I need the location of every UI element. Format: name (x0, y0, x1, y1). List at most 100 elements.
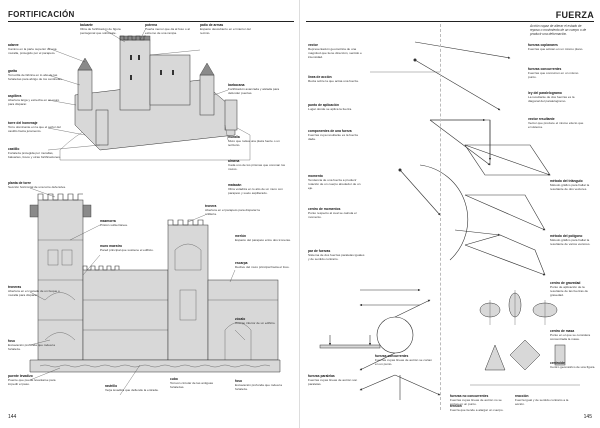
entry-definition: Pared principal que sostiene el edificio… (100, 247, 154, 252)
entry: par de fuerzas Sistema de dos fuerzas pa… (308, 249, 366, 262)
entry: puente levadizo Puente que puede levanta… (8, 374, 66, 387)
entry-definition: Torreón circular de las antiguas fortale… (170, 380, 213, 389)
entry: troneras Abertura en el costado de un bu… (8, 285, 66, 298)
left-header: FORTIFICACIÓN (8, 10, 294, 22)
entry-term: cubo (170, 377, 178, 381)
entry-term: troneras (8, 285, 22, 289)
entry-term: ley del paralelogramo (528, 91, 562, 95)
entry-term: almena (228, 159, 240, 163)
entry: adarve Camino en la parte superior de un… (8, 43, 66, 56)
entry-definition: Espacio del parapeto entre dos troneras. (235, 237, 291, 242)
entry-definition: Punto de aplicación de la resultante de … (550, 284, 589, 297)
entry-definition: Vector que produce el mismo efecto que e… (528, 120, 584, 129)
entry: planta de torre Sección horizontal de un… (8, 181, 66, 190)
entry: garita Torrecilla de fábrica en lo alto … (8, 69, 66, 82)
entry: vector Representación geométrica de una … (308, 43, 366, 60)
entry-term: zócalo (235, 317, 246, 321)
entry: foso Excavación profunda que rodea la fo… (235, 379, 293, 392)
entry-definition: Sistema de dos fuerzas paralelas iguales… (308, 252, 365, 261)
entry-definition: Espacio descubierto en el interior del r… (200, 26, 251, 35)
entry-definition: Sección horizontal de una torre defensiv… (8, 184, 66, 189)
entry-term: poterna (145, 23, 158, 27)
entry-definition: Verja levadiza que defiende la entrada. (105, 387, 159, 392)
entry-term: fuerzas concurrentes (528, 67, 562, 71)
entry-term: vector (308, 43, 318, 47)
entry-term: patio de armas (200, 23, 224, 27)
entry: fuerzas paralelas Fuerzas cuyas líneas d… (308, 374, 366, 387)
page-number: 144 (8, 414, 17, 420)
entry: torre del homenaje Torre dominante en la… (8, 121, 66, 134)
entry: zócalo Cuerpo inferior de un edificio. (235, 317, 293, 326)
entry: reacción Fuerza igual y de sentido contr… (515, 394, 573, 407)
entry: mazmorra Prisión subterránea. (100, 219, 158, 228)
entry-definition: Excavación profunda que rodea la fortale… (8, 342, 55, 351)
entry-definition: Método gráfico para hallar la resultante… (550, 237, 591, 246)
entry: centroide Centro geométrico de una figur… (550, 361, 596, 370)
entry-definition: Fortificación avanzada y aislada para de… (228, 86, 280, 95)
entry: matacán Obra voladiza en lo alto de un m… (228, 183, 286, 196)
entry: muralla Muro que rodea una plaza fuerte … (228, 135, 286, 148)
entry-definition: Puente que puede levantarse para impedir… (8, 377, 56, 386)
entry-term: escarpa (235, 261, 248, 265)
entry-definition: Fuerzas cuyas líneas de acción son paral… (308, 377, 358, 386)
entry: fuerzas no concurrentes Fuerzas cuyas lí… (450, 394, 508, 407)
entry: rastrillo Verja levadiza que defiende la… (105, 384, 163, 393)
entry-definition: Fuerzas que concurren en un mismo punto. (528, 70, 579, 79)
entry-definition: Torrecilla de fábrica en lo alto de las … (8, 72, 63, 81)
entry-term: garita (8, 69, 17, 73)
entry-definition: Tendencia de una fuerza a producir rotac… (308, 177, 361, 190)
entry-definition: Fuerzas cuyas líneas de acción se cortan… (375, 357, 432, 366)
castle-illustration (29, 29, 281, 396)
entry-definition: Abertura en el costado de un buque o mur… (8, 288, 60, 297)
entry-term: par de fuerzas (308, 249, 331, 253)
entry: muro maestro Pared principal que sostien… (100, 244, 158, 253)
entry-term: centro de gravedad (550, 281, 581, 285)
entry-definition: Prisión subterránea. (100, 222, 128, 227)
entry: momento Tendencia de una fuerza a produc… (308, 174, 366, 191)
entry-term: punto de aplicación (308, 103, 339, 107)
entry-definition: Fuerzas que actúan en un mismo plano. (528, 46, 584, 51)
entry-definition: Abertura larga y estrecha en un muro par… (8, 97, 60, 106)
right-page: FUERZA Acción capaz de alterar el estado… (300, 0, 600, 428)
entry: almena Cada uno de los prismas que coron… (228, 159, 286, 172)
entry-definition: Puerta menor que da al foso o al extremo… (145, 26, 190, 35)
entry-term: torre del homenaje (8, 121, 38, 125)
entry: fuerzas concurrentes Fuerzas que concurr… (528, 67, 586, 80)
entry-definition: La resultante de dos fuerzas es la diago… (528, 94, 575, 103)
page-title: FORTIFICACIÓN (8, 10, 75, 19)
entry: patio de armas Espacio descubierto en el… (200, 23, 258, 36)
force-diagrams (319, 41, 580, 400)
entry: vector resultante Vector que produce el … (528, 117, 586, 130)
entry: castillo Fortaleza protegida por muralla… (8, 147, 66, 160)
entry-term: matacán (228, 183, 242, 187)
entry-definition: Excavación profunda que rodea la fortale… (235, 382, 282, 391)
entry-term: puente levadizo (8, 374, 33, 378)
entry: fuerzas concurrentes Fuerzas cuyas línea… (375, 354, 433, 367)
entry-term: barbacana (228, 83, 245, 87)
entry-term: fuerzas no concurrentes (450, 394, 489, 398)
entry-term: componentes de una fuerza (308, 129, 352, 133)
entry-term: método del triángulo (550, 179, 583, 183)
entry: fuerzas coplanares Fuerzas que actúan en… (528, 43, 586, 52)
entry-definition: Punto en el que se considera concentrada… (550, 332, 591, 341)
entry-term: rastrillo (105, 384, 118, 388)
entry-definition: Abertura en el parapeto para disparar la… (205, 207, 260, 216)
entry-definition: Método gráfico para hallar la resultante… (550, 182, 590, 191)
entry-term: tensión (450, 404, 462, 408)
entry: baluarte Obra de fortificación de figura… (80, 23, 130, 36)
entry-definition: Cuerpo inferior de un edificio. (235, 320, 276, 325)
column-divider (440, 24, 441, 410)
entry-definition: Recta sobre la que actúa una fuerza. (308, 78, 359, 83)
entry-term: línea de acción (308, 75, 332, 79)
entry: ley del paralelogramo La resultante de d… (528, 91, 586, 104)
entry-term: mazmorra (100, 219, 116, 223)
entry: merlón Espacio del parapeto entre dos tr… (235, 234, 293, 243)
entry: método del polígono Método gráfico para … (550, 234, 596, 247)
page-number: 145 (583, 414, 592, 420)
entry-definition: Torre dominante en la que el señor del c… (8, 124, 61, 133)
entry: línea de acción Recta sobre la que actúa… (308, 75, 366, 84)
right-header: FUERZA (306, 10, 594, 22)
entry-term: reacción (515, 394, 529, 398)
entry-term: foso (8, 339, 15, 343)
